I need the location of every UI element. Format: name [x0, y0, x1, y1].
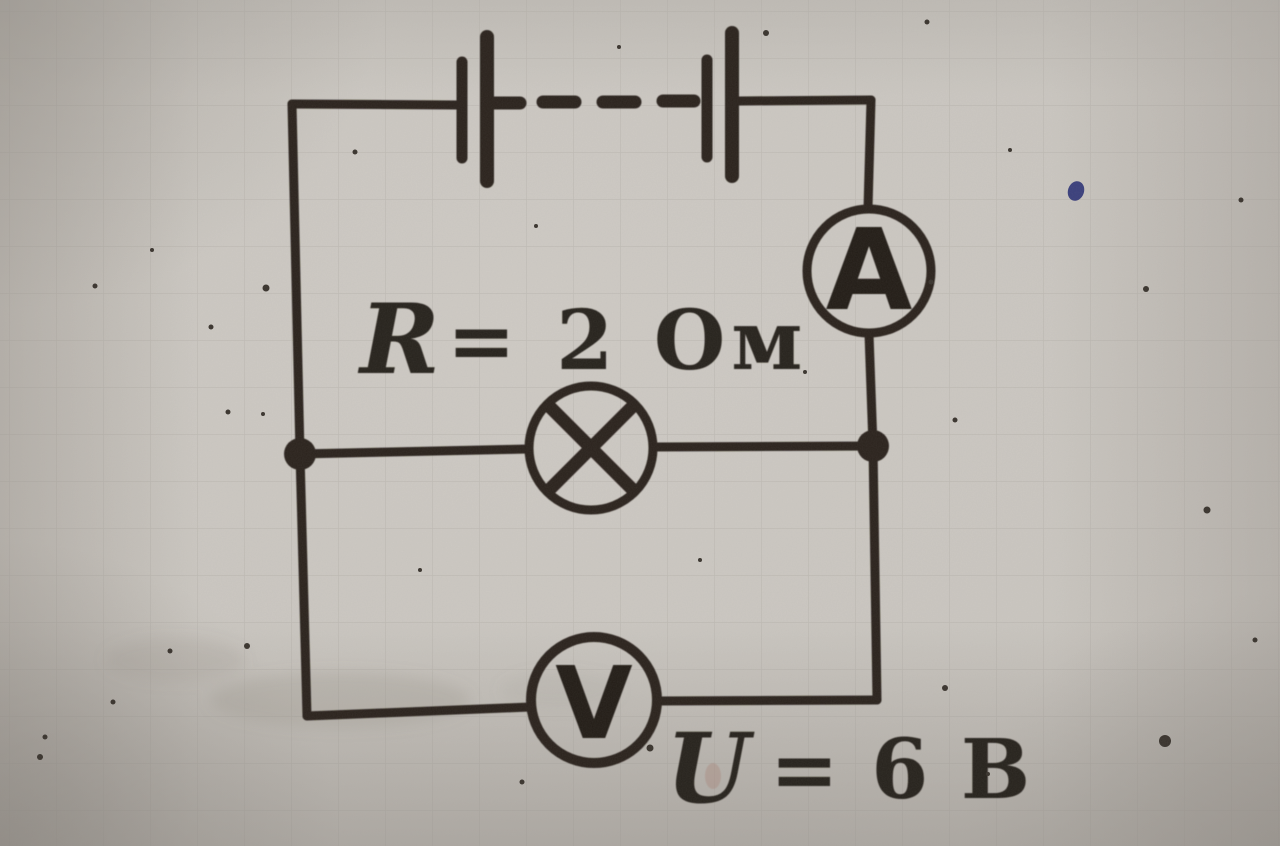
photo-grain-overlay [0, 0, 1280, 846]
notebook-photo: A V R = 2 Ом U = 6 В [0, 0, 1280, 846]
circuit-figure: A V R = 2 Ом U = 6 В [0, 0, 1280, 846]
